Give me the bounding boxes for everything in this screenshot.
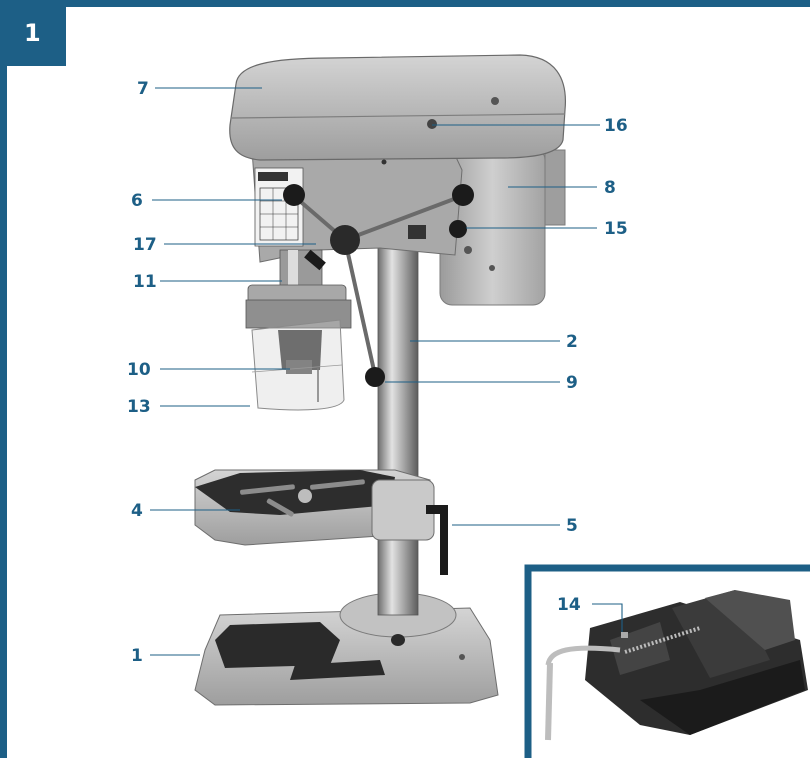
callout-16: 16	[604, 116, 628, 136]
callout-4: 4	[131, 501, 143, 521]
callout-10: 10	[127, 360, 151, 380]
callout-1: 1	[131, 646, 143, 666]
callout-7: 7	[137, 79, 149, 99]
column	[377, 239, 419, 616]
callout-9: 9	[566, 373, 578, 393]
inset-frame	[524, 564, 810, 758]
callout-11: 11	[133, 272, 157, 292]
base	[194, 592, 499, 706]
callout-17: 17	[133, 235, 157, 255]
callout-13: 13	[127, 397, 151, 417]
feed-handles	[283, 184, 474, 387]
leader-lines	[150, 87, 623, 656]
belt-cover	[229, 54, 567, 161]
callout-6: 6	[131, 191, 143, 211]
work-table	[194, 469, 448, 575]
machine-vise-illustration	[524, 564, 810, 758]
drill-press-illustration	[194, 54, 567, 706]
head-housing	[251, 139, 463, 263]
callout-14: 14	[557, 595, 581, 615]
callout-labels: 7 16 8 6 15 17 11 2 10 9 13 4 5 14 1	[127, 79, 628, 666]
callout-15: 15	[604, 219, 628, 239]
callout-2: 2	[566, 332, 578, 352]
leader-14	[592, 603, 623, 632]
figure-number: 1	[0, 0, 66, 66]
chuck-guard	[251, 319, 345, 411]
callout-8: 8	[604, 178, 616, 198]
callout-5: 5	[566, 516, 578, 536]
